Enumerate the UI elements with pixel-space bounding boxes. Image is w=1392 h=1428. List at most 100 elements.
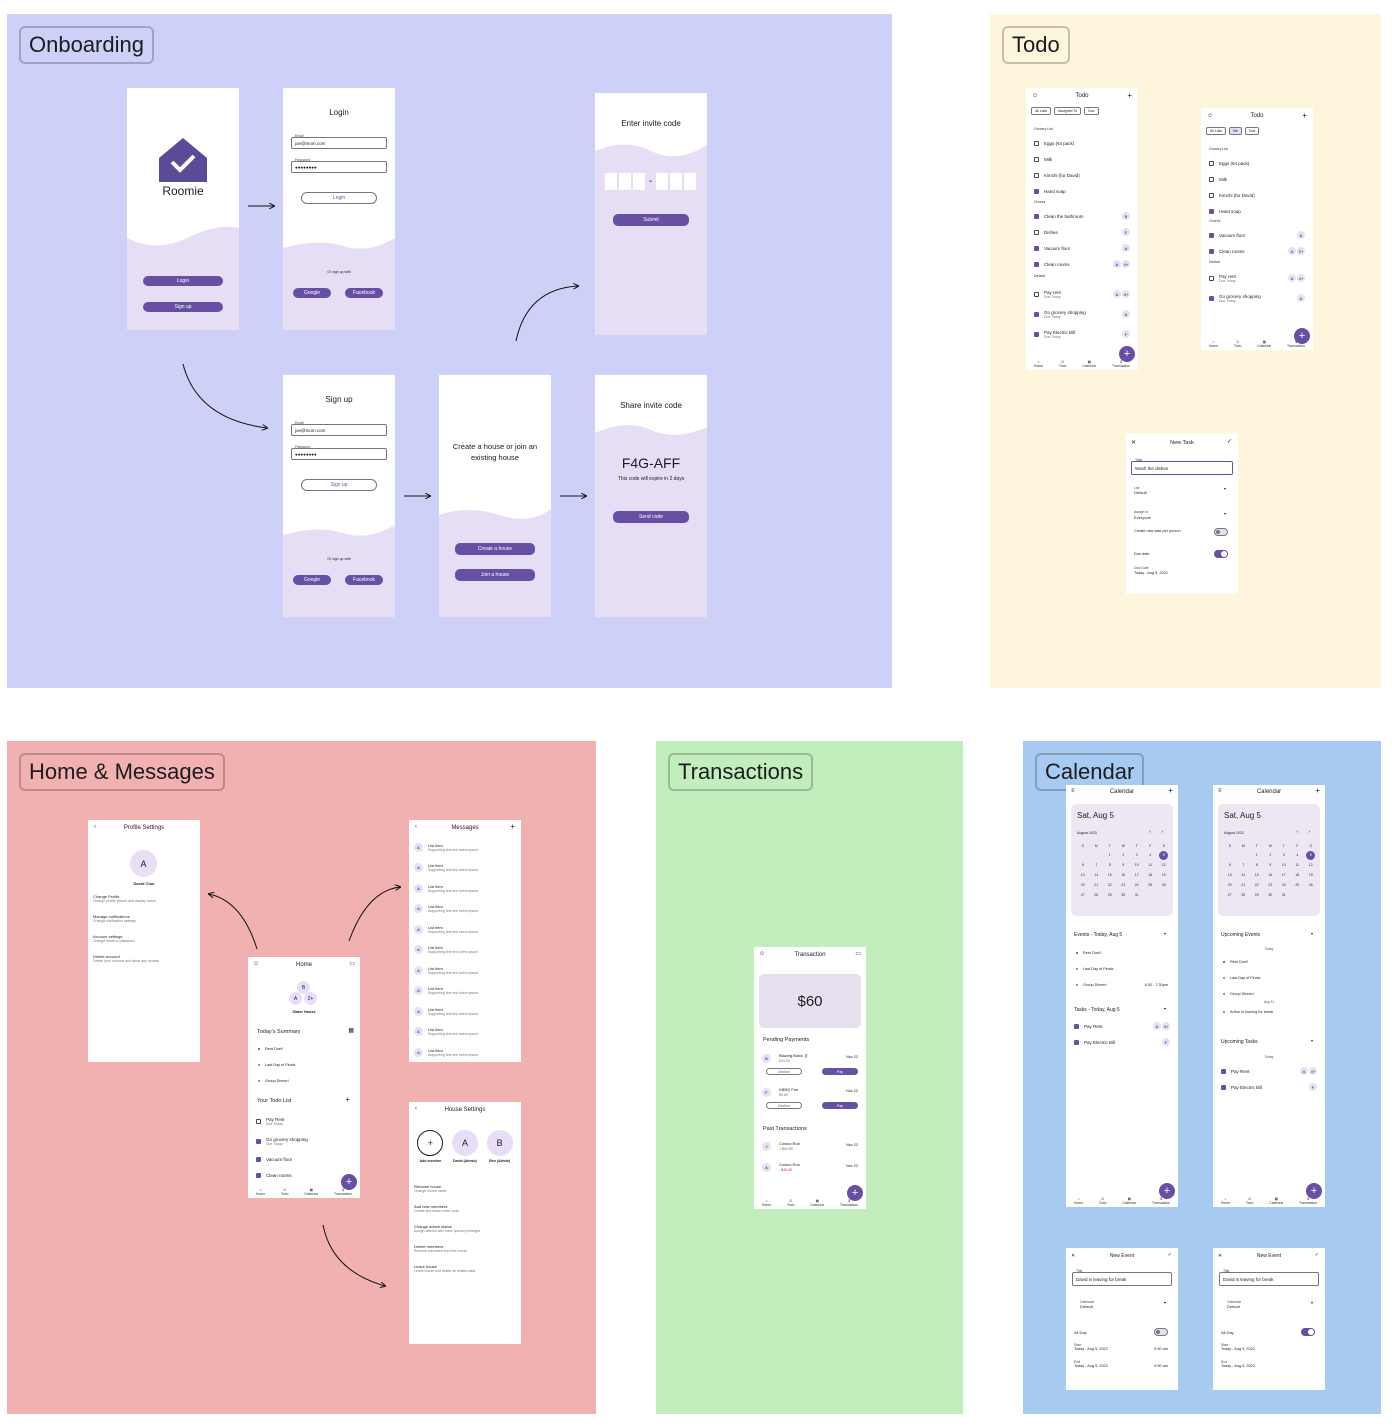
calendar-select[interactable]: Default <box>1227 1304 1240 1309</box>
todo-item[interactable]: Vacuum floor <box>256 1151 352 1167</box>
calendar-day[interactable]: 9 <box>1122 863 1125 867</box>
calendar-day[interactable]: 16 <box>1121 873 1126 877</box>
allday-toggle[interactable] <box>1301 1328 1315 1336</box>
calendar-day[interactable]: 24 <box>1134 883 1139 887</box>
check-icon[interactable]: ✓ <box>1314 1252 1319 1258</box>
calendar-day[interactable]: 17 <box>1134 873 1139 877</box>
add-icon[interactable]: + <box>1168 786 1173 795</box>
checkbox[interactable] <box>1034 261 1039 267</box>
summary-event[interactable]: Group Dinner! <box>254 1073 354 1089</box>
todo-item[interactable]: Eggs (64 pack) <box>1034 135 1130 151</box>
signup-button[interactable]: Sign up <box>301 479 377 491</box>
prev-month-icon[interactable]: ‹ <box>1296 829 1298 835</box>
send-code-button[interactable]: Send code <box>613 511 689 523</box>
checkbox[interactable] <box>256 1138 261 1144</box>
end-date[interactable]: Today - Aug 5, 2022 <box>1074 1364 1108 1368</box>
calendar-day[interactable]: 20 <box>1227 883 1232 887</box>
google-button[interactable]: Google <box>293 288 331 298</box>
allday-toggle[interactable] <box>1154 1328 1168 1336</box>
filter-all-lists[interactable]: All Lists <box>1031 107 1052 115</box>
calendar-day[interactable]: 23 <box>1121 883 1126 887</box>
checkbox[interactable] <box>1209 295 1214 301</box>
join-house-button[interactable]: Join a house <box>455 569 535 581</box>
nav-todo[interactable]: ☑Todo <box>1098 1197 1107 1205</box>
calendar-day[interactable] <box>1223 852 1237 858</box>
house-member[interactable]: +Add member <box>417 1130 444 1163</box>
nav-calendar[interactable]: ▦Calendar <box>810 1199 825 1207</box>
calendar-day[interactable]: 27 <box>1227 893 1232 897</box>
nav-todo[interactable]: ☑Todo <box>1233 340 1242 348</box>
nav-calendar[interactable]: ▦Calendar <box>1122 1197 1137 1205</box>
calendar-day[interactable]: 8 <box>1108 863 1111 867</box>
filter-chips[interactable]: All Lists Me Due <box>1206 127 1260 135</box>
filter-assigned[interactable]: Assigned To <box>1054 107 1082 115</box>
member-avatar[interactable]: B <box>486 1130 513 1156</box>
member-avatar[interactable]: A <box>451 1130 478 1156</box>
close-icon[interactable]: ✕ <box>1131 440 1137 446</box>
checkbox[interactable] <box>1034 311 1039 317</box>
calendar-day[interactable]: 5 <box>1306 850 1316 860</box>
submit-button[interactable]: Submit <box>613 214 689 226</box>
calendar-day[interactable]: 11 <box>1148 863 1152 867</box>
checkbox[interactable] <box>1034 172 1039 178</box>
calendar-day[interactable]: 18 <box>1295 873 1300 877</box>
add-fab[interactable]: + <box>847 1185 863 1201</box>
check-icon[interactable]: ✓ <box>1226 439 1232 445</box>
add-fab[interactable]: + <box>1159 1183 1175 1199</box>
calendar-day[interactable]: 15 <box>1107 873 1112 877</box>
calendar-day[interactable]: 29 <box>1254 893 1259 897</box>
calendar-day[interactable]: 11 <box>1295 863 1299 867</box>
start-date[interactable]: Today - Aug 5, 2022 <box>1074 1347 1108 1351</box>
nav-transaction[interactable]: $Transaction <box>1299 1197 1318 1205</box>
nav-transaction[interactable]: $Transaction <box>1152 1197 1171 1205</box>
start-time[interactable]: 9:30 am <box>1154 1347 1168 1351</box>
nav-calendar[interactable]: ▦Calendar <box>1257 340 1272 348</box>
splash-login-button[interactable]: Login <box>143 276 223 286</box>
todo-item[interactable]: Hand soap <box>1209 203 1305 219</box>
calendar-day[interactable] <box>1076 852 1090 858</box>
checkbox[interactable] <box>1209 160 1214 166</box>
task-field[interactable]: Wash the dishes <box>1131 461 1233 475</box>
calendar-day[interactable]: 1 <box>1255 853 1258 857</box>
calendar-day[interactable]: 18 <box>1148 873 1153 877</box>
code-boxes[interactable]: - <box>605 173 697 190</box>
todo-item[interactable]: Hand soap <box>1034 183 1130 199</box>
calendar-day[interactable]: 25 <box>1295 883 1300 887</box>
add-fab[interactable]: + <box>1119 346 1135 362</box>
next-month-icon[interactable]: › <box>1308 829 1310 835</box>
filter-due[interactable]: Due <box>1244 127 1260 135</box>
upcoming-event-item[interactable]: Group Dinner! <box>1223 986 1315 1002</box>
todo-item[interactable]: Clean rooms <box>256 1167 352 1183</box>
nav-todo[interactable]: ☑Todo <box>280 1188 289 1196</box>
event-item[interactable]: Group Dinner!6:30 - 7:30pm <box>1076 977 1168 993</box>
checkbox[interactable] <box>256 1118 261 1124</box>
checkbox[interactable] <box>1034 188 1039 194</box>
calendar-icon[interactable]: ▦ <box>348 1028 354 1034</box>
chevron-down-icon[interactable]: ▾ <box>1310 931 1313 936</box>
decline-button[interactable]: Decline <box>766 1102 802 1109</box>
todo-item[interactable]: Kimchi (for David) <box>1034 167 1130 183</box>
calendar-day[interactable] <box>1237 852 1251 858</box>
calendar-day[interactable]: 12 <box>1161 863 1166 867</box>
